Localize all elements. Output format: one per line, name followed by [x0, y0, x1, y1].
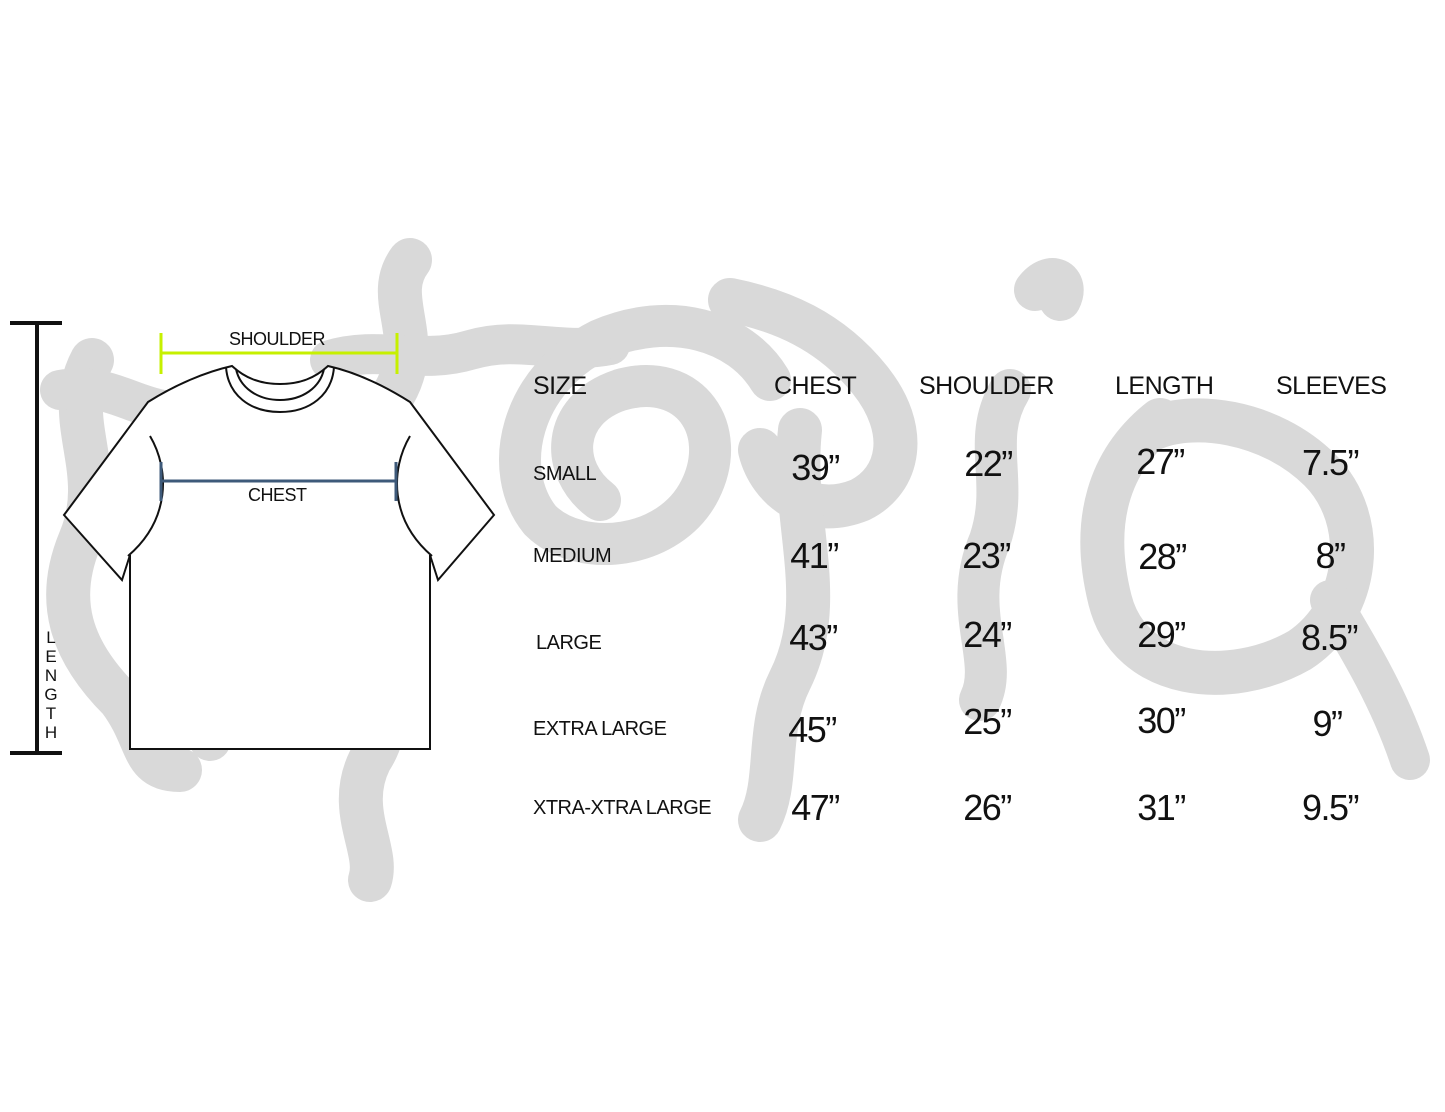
table-cell-chest: 41” — [790, 535, 839, 576]
chest-label: CHEST — [248, 485, 307, 505]
table-cell-sleeves: 9.5” — [1301, 787, 1360, 828]
table-cell-chest: 43” — [789, 617, 838, 658]
shoulder-measure-line — [159, 333, 399, 374]
header-length: LENGTH — [1115, 372, 1214, 400]
table-cell-shoulder: 25” — [963, 701, 1012, 742]
table-cell-chest: 45” — [788, 709, 837, 750]
table-cell-sleeves: 9” — [1312, 703, 1343, 744]
table-cell-shoulder: 26” — [963, 787, 1012, 828]
chest-measure-line — [159, 462, 398, 501]
table-row-size: LARGE — [536, 632, 602, 654]
table-row-size: MEDIUM — [533, 545, 612, 567]
table-cell-length: 27” — [1136, 441, 1185, 482]
table-row-size: SMALL — [533, 463, 597, 485]
table-cell-chest: 39” — [791, 447, 840, 488]
table-cell-chest: 47” — [791, 787, 840, 828]
table-row-size: XTRA-XTRA LARGE — [533, 797, 712, 819]
table-cell-shoulder: 23” — [962, 535, 1011, 576]
table-cell-shoulder: 24” — [963, 614, 1012, 655]
header-shoulder: SHOULDER — [919, 372, 1054, 400]
table-cell-sleeves: 8.5” — [1300, 617, 1359, 658]
length-bracket — [10, 321, 62, 755]
table-cell-length: 29” — [1137, 614, 1186, 655]
table-cell-shoulder: 22” — [964, 443, 1013, 484]
table-cell-sleeves: 7.5” — [1301, 442, 1360, 483]
table-cell-length: 30” — [1137, 700, 1186, 741]
table-row-size: EXTRA LARGE — [533, 718, 667, 740]
table-cell-sleeves: 8” — [1315, 535, 1346, 576]
header-chest: CHEST — [774, 372, 857, 400]
table-cell-length: 28” — [1138, 536, 1187, 577]
header-size: SIZE — [533, 372, 587, 400]
header-sleeves: SLEEVES — [1276, 372, 1387, 400]
length-vertical-label: LENGTH — [44, 628, 58, 742]
tshirt-outline — [62, 364, 496, 750]
shoulder-label: SHOULDER — [229, 329, 326, 349]
table-cell-length: 31” — [1137, 787, 1186, 828]
